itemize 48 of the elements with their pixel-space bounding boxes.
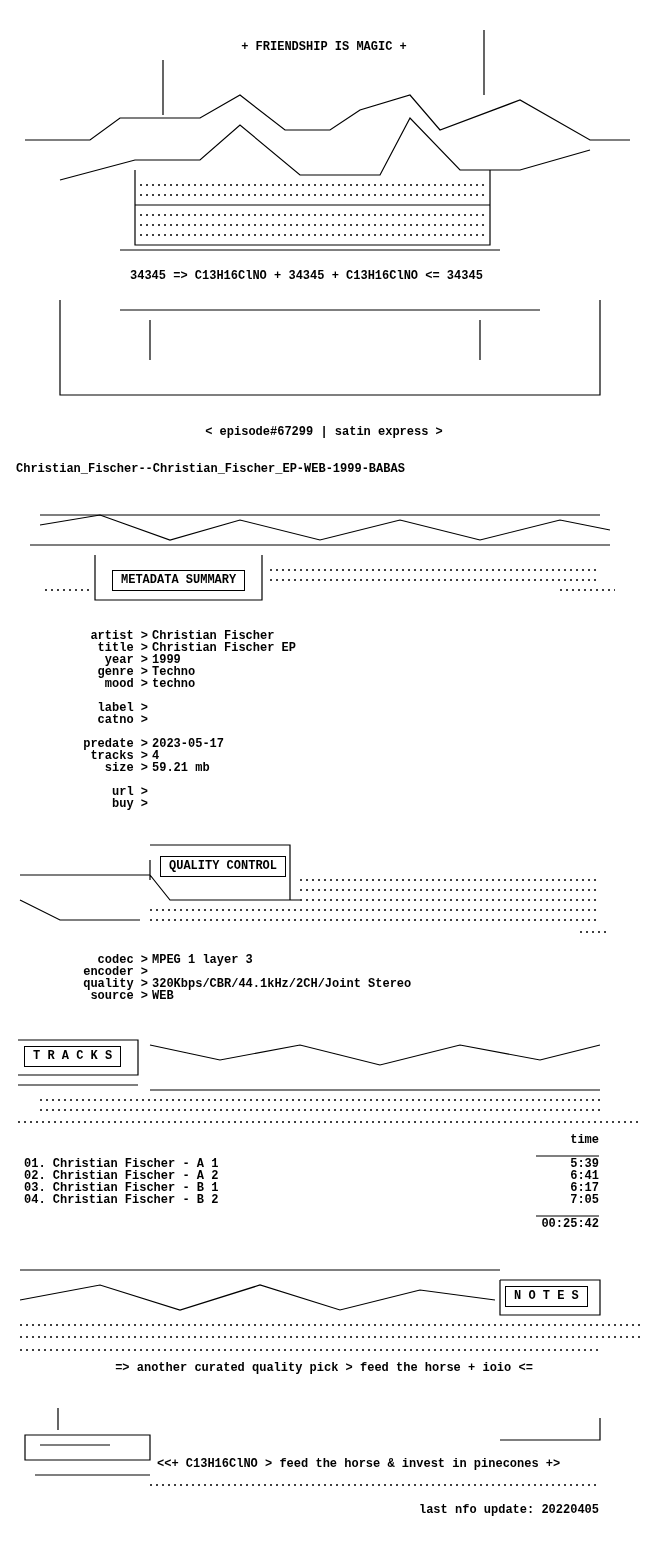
track-title: 02. Christian Fischer - A 2 <box>24 1170 219 1183</box>
track-title: 03. Christian Fischer - B 1 <box>24 1182 219 1195</box>
metadata-key: artist > <box>90 630 148 643</box>
metadata-key: encoder > <box>83 966 148 979</box>
episode-line: < episode#67299 | satin express > <box>205 426 443 439</box>
section-heading: QUALITY CONTROL <box>160 856 287 877</box>
metadata-value: 59.21 mb <box>152 762 210 775</box>
track-title: 04. Christian Fischer - B 2 <box>24 1194 219 1207</box>
metadata-key: url > <box>112 786 148 799</box>
metadata-key: mood > <box>104 678 148 691</box>
metadata-value: Techno <box>152 666 196 679</box>
total-duration: 00:25:42 <box>541 1218 599 1231</box>
metadata-value: Christian Fischer <box>152 630 275 643</box>
tagline: <<+ C13H16ClNO > feed the horse & invest in pinecones +> <box>157 1458 561 1471</box>
section-heading: METADATA SUMMARY <box>112 570 246 591</box>
metadata-key: year > <box>104 654 148 667</box>
metadata-value: Christian Fischer EP <box>152 642 297 655</box>
column-heading: time <box>570 1134 599 1147</box>
banner-text: + FRIENDSHIP IS MAGIC + <box>241 41 407 54</box>
metadata-value: 2023-05-17 <box>152 738 224 751</box>
metadata-key: title > <box>97 642 148 655</box>
notes-line: => another curated quality pick > feed the horse + ioio <= <box>115 1362 533 1375</box>
metadata-value: MPEG 1 layer 3 <box>152 954 253 967</box>
metadata-key: source > <box>90 990 148 1003</box>
metadata-key: tracks > <box>90 750 148 763</box>
metadata-value: 1999 <box>152 654 181 667</box>
metadata-key: predate > <box>83 738 148 751</box>
metadata-value: 320Kbps/CBR/44.1kHz/2CH/Joint Stereo <box>152 978 412 991</box>
metadata-key: label > <box>97 702 148 715</box>
metadata-key: codec > <box>97 954 148 967</box>
track-duration: 7:05 <box>570 1194 599 1207</box>
update-date: last nfo update: 20220405 <box>418 1504 599 1517</box>
metadata-value: WEB <box>152 990 174 1003</box>
section-heading: N O T E S <box>505 1286 588 1307</box>
metadata-key: size > <box>104 762 148 775</box>
metadata-key: genre > <box>97 666 148 679</box>
formula-line: 34345 => C13H16ClNO + 34345 + C13H16ClNO <= 34345 <box>130 270 483 283</box>
track-duration: 6:41 <box>570 1170 599 1183</box>
track-title: 01. Christian Fischer - A 1 <box>24 1158 219 1171</box>
track-duration: 5:39 <box>570 1158 599 1171</box>
section-heading: T R A C K S <box>24 1046 122 1067</box>
release-name: Christian_Fischer--Christian_Fischer_EP-WEB-1999-BABAS <box>16 463 405 476</box>
track-duration: 6:17 <box>570 1182 599 1195</box>
metadata-value: techno <box>152 678 196 691</box>
metadata-key: catno > <box>97 714 148 727</box>
metadata-value: 4 <box>152 750 160 763</box>
metadata-key: buy > <box>112 798 148 811</box>
metadata-key: quality > <box>83 978 148 991</box>
